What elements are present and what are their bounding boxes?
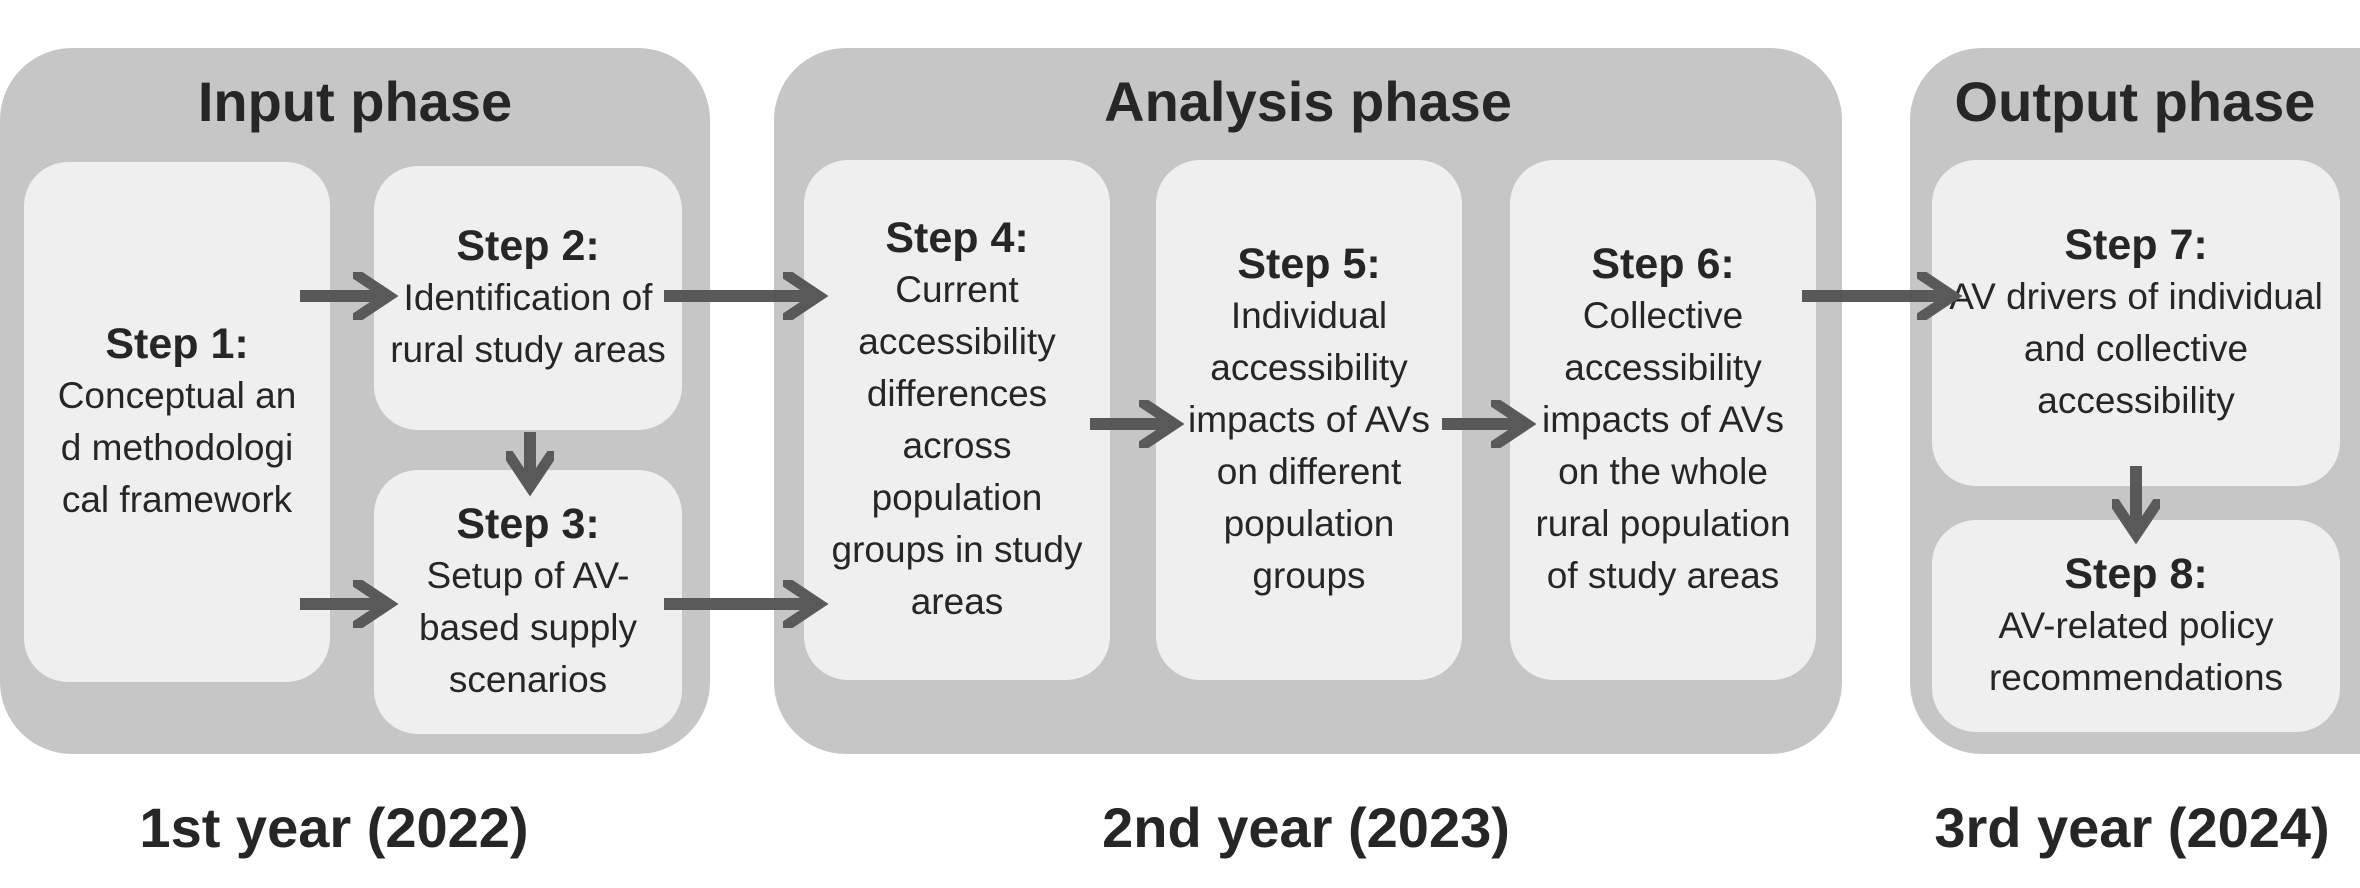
step-3-text: Setup of AV-based supply scenarios bbox=[418, 555, 638, 700]
input-phase-title: Input phase bbox=[197, 70, 513, 133]
step-3-title: Step 3: bbox=[456, 500, 600, 548]
step-8-text: AV-related policy recommendations bbox=[1988, 605, 2284, 698]
step-1-text: Conceptual and methodological framework bbox=[57, 375, 297, 520]
step-6-box: Step 6: Collective accessibility impacts… bbox=[1510, 160, 1816, 680]
year-label-third: 3rd year (2024) bbox=[1934, 796, 2330, 859]
year-label-first: 1st year (2022) bbox=[139, 796, 529, 859]
step-5-text: Individual accessibility impacts of AVs … bbox=[1188, 295, 1430, 596]
step-6-title: Step 6: bbox=[1591, 240, 1735, 288]
analysis-phase-title: Analysis phase bbox=[1104, 70, 1512, 133]
output-phase-title: Output phase bbox=[1954, 70, 2316, 133]
step-7-text: AV drivers of individual and collective … bbox=[1949, 276, 2323, 421]
step-7-title: Step 7: bbox=[2064, 221, 2208, 269]
step-4-title: Step 4: bbox=[885, 214, 1029, 262]
year-label-second: 2nd year (2023) bbox=[1102, 796, 1510, 859]
step-1-box: Step 1: Conceptual and methodological fr… bbox=[24, 162, 330, 682]
step-2-title: Step 2: bbox=[456, 222, 600, 270]
step-6-text: Collective accessibility impacts of AVs … bbox=[1535, 295, 1791, 596]
step-3-box: Step 3: Setup of AV-based supply scenari… bbox=[374, 470, 682, 734]
step-4-text: Current accessibility differences across… bbox=[831, 269, 1083, 622]
step-1-title: Step 1: bbox=[105, 320, 249, 368]
step-2-text: Identification of rural study areas bbox=[390, 277, 666, 370]
step-8-title: Step 8: bbox=[2064, 550, 2208, 598]
step-4-box: Step 4: Current accessibility difference… bbox=[804, 160, 1110, 680]
step-8-box: Step 8: AV-related policy recommendation… bbox=[1932, 520, 2340, 732]
step-5-box: Step 5: Individual accessibility impacts… bbox=[1156, 160, 1462, 680]
step-7-box: Step 7: AV drivers of individual and col… bbox=[1932, 160, 2340, 486]
step-2-box: Step 2: Identification of rural study ar… bbox=[374, 166, 682, 430]
step-5-title: Step 5: bbox=[1237, 240, 1381, 288]
